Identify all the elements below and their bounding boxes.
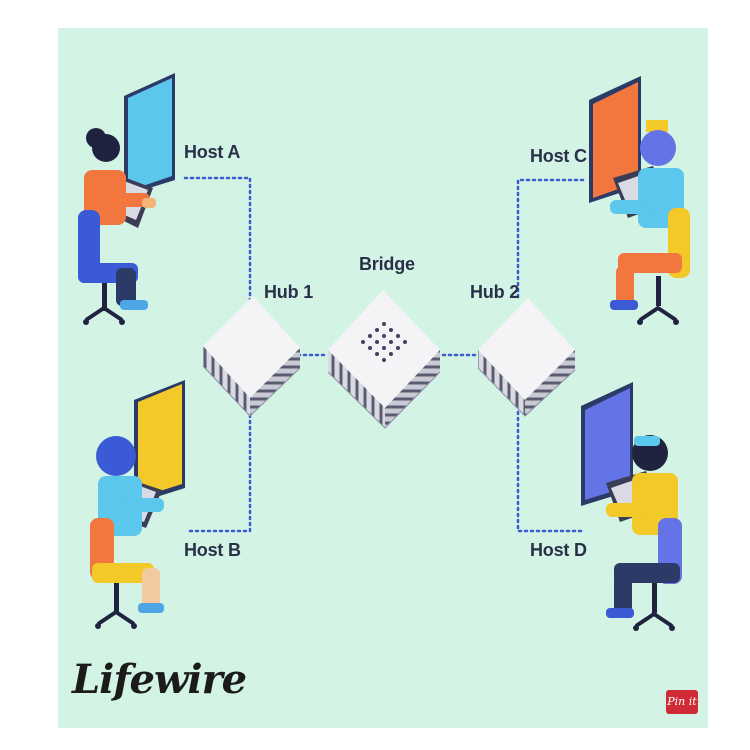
host-a-illustration <box>78 73 175 325</box>
bridge-dot-grid <box>361 322 407 362</box>
host-d-label: Host D <box>530 540 587 560</box>
network-diagram <box>78 73 690 631</box>
host-b-illustration <box>90 380 185 629</box>
hub-2-device <box>477 298 576 417</box>
host-b-label: Host B <box>184 540 241 560</box>
link-host-a-hub-1 <box>183 176 252 305</box>
lifewire-logo: Lifewire <box>72 656 247 703</box>
host-c-illustration <box>589 76 690 325</box>
hub-1-label: Hub 1 <box>264 282 314 302</box>
diagram-canvas: Host A Host B Host C Host D Hub 1 Hub 2 … <box>58 28 708 728</box>
hub-1-device <box>202 296 301 417</box>
pin-it-button[interactable]: Pin it <box>666 690 698 714</box>
hub-2-label: Hub 2 <box>470 282 520 302</box>
host-a-label: Host A <box>184 142 241 162</box>
host-d-illustration <box>581 382 682 631</box>
link-host-d-hub-2 <box>516 409 583 533</box>
bridge-device <box>327 290 441 429</box>
host-c-label: Host C <box>530 146 587 166</box>
bridge-label: Bridge <box>359 254 415 274</box>
link-host-b-hub-1 <box>188 409 252 533</box>
network-links <box>183 176 585 533</box>
link-host-c-hub-2 <box>516 178 585 300</box>
